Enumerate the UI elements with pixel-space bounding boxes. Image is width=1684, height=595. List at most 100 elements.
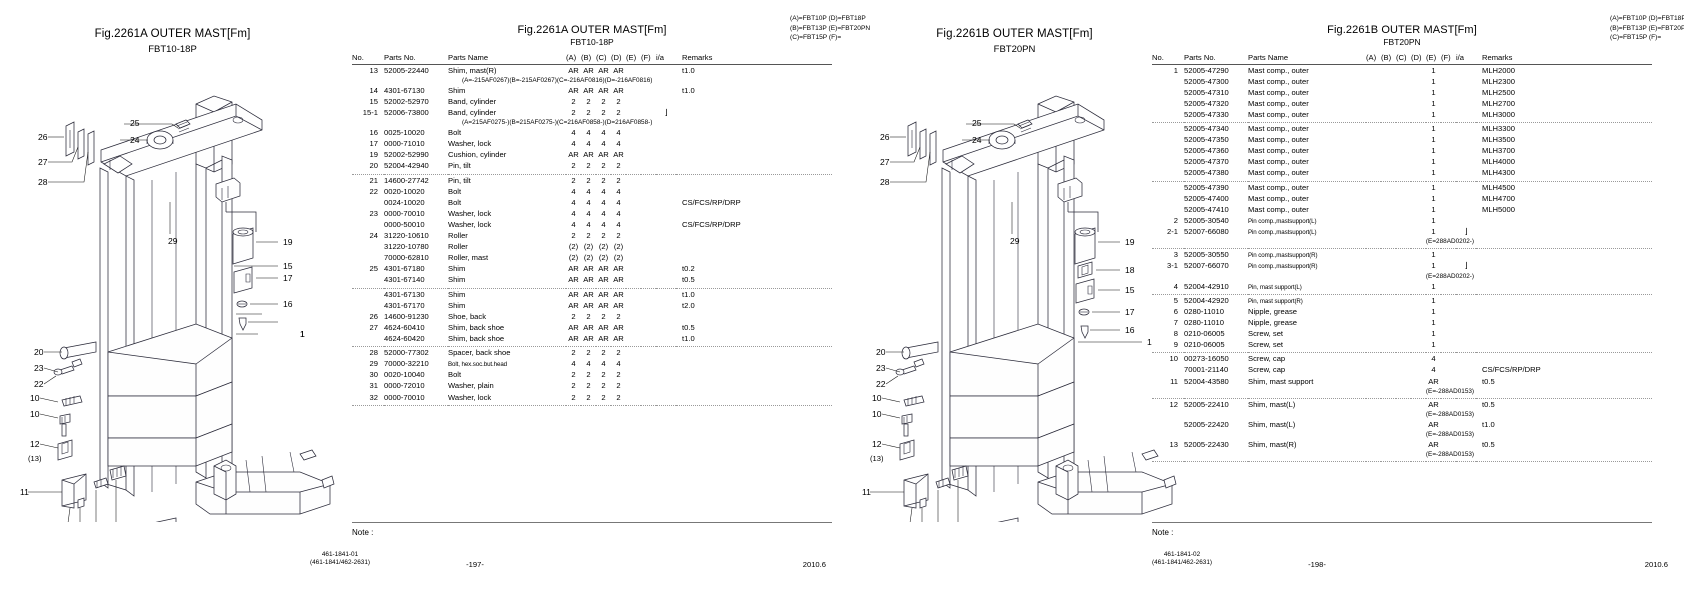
- cell-qty-c: [1396, 123, 1411, 135]
- cell-qty-d: 2: [616, 107, 621, 117]
- cell-parts-no: 31220-10780: [384, 242, 429, 252]
- cell-remarks: [676, 369, 832, 380]
- cell-parts-no: 31220-10610: [384, 231, 429, 241]
- cell-qty-e: 1: [1431, 250, 1436, 260]
- callout-label: 10: [872, 409, 882, 419]
- cell-qty-c: [1396, 306, 1411, 317]
- cell-qty-c: 4: [601, 197, 606, 207]
- callout-label: (13): [870, 454, 884, 463]
- cell-qty-c: [1396, 419, 1411, 430]
- cell-parts-no: 0025-10020: [384, 128, 425, 138]
- cell-qty-e: [626, 197, 641, 208]
- cell-qty-d: 2: [616, 161, 621, 171]
- mast-lower-cross: [949, 323, 1075, 467]
- callout-label: 15: [283, 261, 293, 271]
- cell-parts-no: 52005-47330: [1184, 109, 1229, 119]
- cell-ia: [1456, 328, 1476, 339]
- cell-qty-b: 4: [586, 208, 591, 218]
- cell-qty-c: AR: [598, 275, 609, 285]
- cell-remarks: t2.0: [682, 300, 695, 310]
- cell-item-no: [352, 197, 384, 208]
- cell-item-no: 23: [369, 208, 378, 218]
- cell-qty-f: [1441, 193, 1456, 204]
- col-qty-b: (B): [581, 53, 596, 65]
- cell-qty-d: [1411, 317, 1426, 328]
- cell-qty-c: [1396, 294, 1411, 306]
- cell-ia: [1456, 353, 1476, 365]
- cell-qty-e: [626, 358, 641, 369]
- cell-qty-e: [626, 392, 641, 403]
- cell-parts-name: Washer, lock: [448, 139, 492, 149]
- cell-ia: [1456, 145, 1476, 156]
- cell-qty-a: 4: [571, 197, 576, 207]
- cell-qty-f: [1441, 109, 1456, 120]
- cell-parts-no: 70000-32210: [384, 359, 429, 369]
- cell-ia: [656, 96, 676, 107]
- cell-qty-a: 2: [571, 348, 576, 358]
- callout-leaders: [28, 123, 278, 522]
- cell-qty-a: 4: [571, 139, 576, 149]
- cell-ia: [1456, 215, 1476, 226]
- col-ia: i/a: [656, 53, 676, 65]
- cell-qty-e: 1: [1431, 204, 1436, 214]
- cell-parts-no: 52005-30550: [1184, 250, 1229, 260]
- table-separator: [1152, 246, 1652, 250]
- figure-title: Fig.2261A OUTER MAST[Fm]: [94, 28, 251, 40]
- cell-qty-f: [1441, 123, 1456, 135]
- cell-qty-e: 1: [1431, 109, 1436, 119]
- cell-parts-name: Mast comp., outer: [1248, 157, 1309, 167]
- cell-qty-a: [1366, 281, 1381, 292]
- cell-qty-f: [641, 322, 656, 333]
- cell-qty-e: 4: [1431, 365, 1436, 375]
- cell-qty-c: [1396, 87, 1411, 98]
- cell-parts-no: 14600-91230: [384, 311, 429, 321]
- cell-item-no: 7: [1173, 317, 1178, 327]
- cell-qty-d: [1411, 419, 1426, 430]
- callout-label: 10: [872, 393, 882, 403]
- cell-parts-name: Shim, mast(L): [1248, 420, 1296, 430]
- cell-qty-f: [641, 208, 656, 219]
- cell-qty-e: [626, 127, 641, 138]
- cell-qty-e: 1: [1431, 295, 1436, 305]
- cell-qty-f: [1441, 134, 1456, 145]
- cell-qty-f: [641, 392, 656, 403]
- page-number: -198-: [1308, 560, 1326, 569]
- cell-qty-a: AR: [568, 65, 579, 75]
- cell-remarks: [1476, 306, 1652, 317]
- cell-qty-c: [1396, 353, 1411, 365]
- cell-qty-a: [1366, 156, 1381, 167]
- cell-item-no: [1152, 364, 1184, 375]
- callout-label: 29: [1010, 236, 1020, 246]
- cell-qty-d: [1411, 281, 1426, 292]
- callout-label: 27: [880, 157, 890, 167]
- callout-leaders: [870, 123, 1142, 522]
- cell-qty-c: 2: [601, 348, 606, 358]
- cell-ia: [656, 241, 676, 252]
- drawing-code: 461-1841-01 (461-1841/462-2631): [240, 551, 440, 568]
- cell-qty-e: 4: [1431, 354, 1436, 364]
- roller-and-shim-group: [65, 119, 191, 166]
- cell-qty-e: [626, 288, 641, 300]
- cell-qty-b: 4: [586, 197, 591, 207]
- cell-qty-c: [1396, 317, 1411, 328]
- cell-remarks: MLH5000: [1482, 204, 1515, 214]
- cell-parts-name: Mast comp., outer: [1248, 87, 1309, 97]
- cell-qty-a: AR: [568, 150, 579, 160]
- cell-parts-name: Bolt: [448, 186, 462, 196]
- drawing-code-line1: 461-1841-01: [321, 551, 359, 558]
- cell-parts-name: Screw, cap: [1248, 365, 1286, 375]
- cell-qty-b: [1381, 398, 1396, 410]
- table-separator: [352, 171, 832, 175]
- cell-qty-e: [626, 380, 641, 391]
- cell-remarks: [676, 358, 832, 369]
- cell-item-no: [352, 219, 384, 230]
- cell-parts-name: Shim, mast(R): [448, 65, 497, 75]
- cell-qty-b: 4: [586, 186, 591, 196]
- cell-ia: [1456, 193, 1476, 204]
- cell-qty-b: [1381, 419, 1396, 430]
